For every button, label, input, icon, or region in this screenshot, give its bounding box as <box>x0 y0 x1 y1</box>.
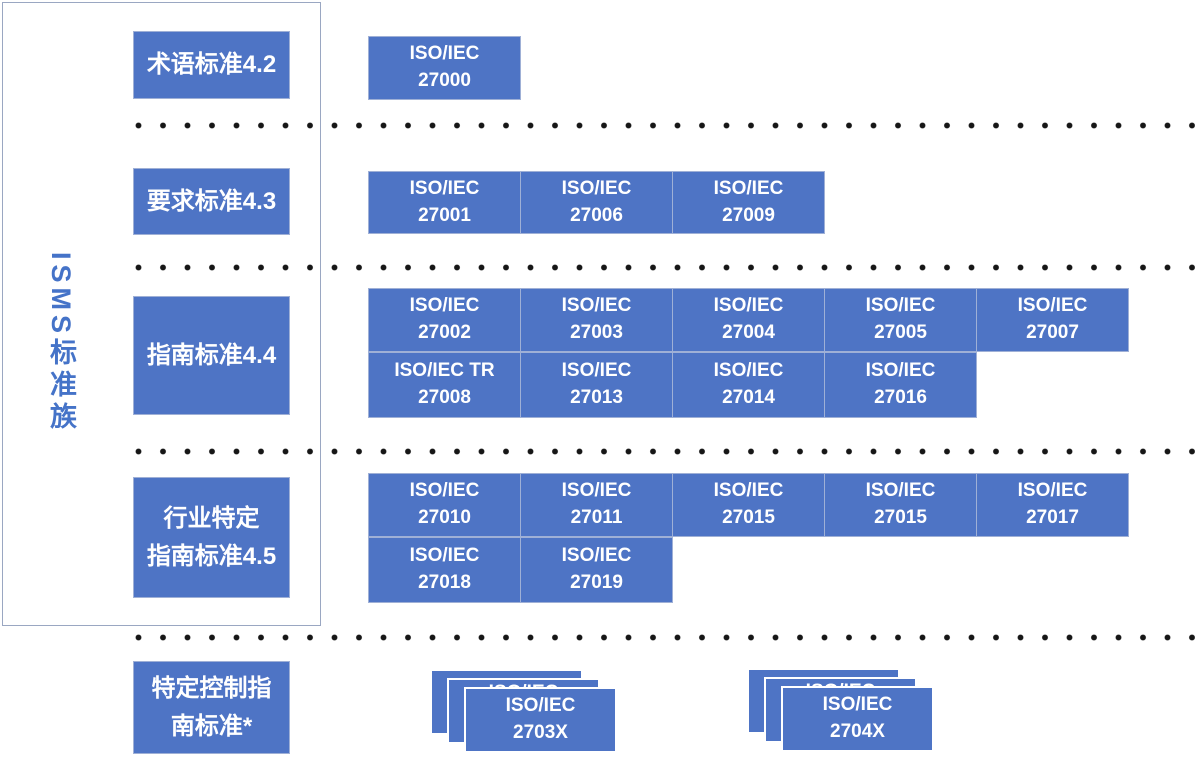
text-line: ISO/IEC <box>713 295 784 317</box>
dotted-divider <box>135 264 1195 271</box>
text-line: 27014 <box>722 387 775 408</box>
std-box-iso-iec-27019: ISO/IEC 27019 <box>520 537 673 603</box>
text-line: ISO/IEC <box>865 295 936 317</box>
text-line: ISO/IEC <box>409 295 480 317</box>
text-line: ISO/IEC <box>561 295 632 317</box>
dotted-divider <box>135 122 1195 129</box>
text-line: ISO/IEC <box>865 480 936 502</box>
text-line: 27010 <box>418 507 471 528</box>
text-line: ISO/IEC <box>409 545 480 567</box>
text-line: ISO/IEC <box>561 545 632 567</box>
section-label-guidelines: 指南标准4.4 <box>133 296 290 415</box>
text-line: 27018 <box>418 572 471 593</box>
isms-family-outline-box <box>2 2 321 626</box>
text-line: ISO/IEC <box>561 360 632 382</box>
std-box-iso-iec-27002: ISO/IEC 27002 <box>368 288 521 352</box>
section-label-sector-specific: 行业特定指南标准4.5 <box>133 477 290 598</box>
section-label-control-specific: 特定控制指南标准* <box>133 661 290 754</box>
text-line: 要求标准4.3 <box>146 187 277 215</box>
text-line: 2703X <box>513 722 568 743</box>
std-box-iso-iec-27015: ISO/IEC 27015 <box>824 473 977 537</box>
std-box-iso-iec-27017: ISO/IEC 27017 <box>976 473 1129 537</box>
text-line: ISO/IEC <box>409 480 480 502</box>
text-line: 术语标准4.2 <box>146 51 277 79</box>
text-line: ISO/IEC <box>1017 480 1088 502</box>
isms-family-vertical-label: ISMS标准族 <box>46 252 76 435</box>
text-line: 27016 <box>874 387 927 408</box>
text-line: ISO/IEC <box>409 43 480 65</box>
section-label-requirements: 要求标准4.3 <box>133 168 290 235</box>
text-line: ISO/IEC <box>713 177 784 199</box>
std-box-iso-iec-27013: ISO/IEC 27013 <box>520 352 673 418</box>
section-label-terminology: 术语标准4.2 <box>133 31 290 99</box>
text-line: 指南标准4.5 <box>146 542 277 570</box>
std-box-iso-iec-27010: ISO/IEC 27010 <box>368 473 521 537</box>
text-line: 27019 <box>570 572 623 593</box>
text-line: 27003 <box>570 322 623 343</box>
text-line: 27011 <box>570 507 623 528</box>
std-box-iso-iec-27018: ISO/IEC 27018 <box>368 537 521 603</box>
std-box-iso-iec-27007: ISO/IEC 27007 <box>976 288 1129 352</box>
stack-front-iso-iec-2703x: ISO/IEC 2703X <box>464 687 617 753</box>
text-line: 27015 <box>722 507 775 528</box>
text-line: ISO/IEC <box>505 695 576 717</box>
text-line: 27013 <box>570 387 623 408</box>
text-line: 27015 <box>874 507 927 528</box>
std-box-iso-iec-27016: ISO/IEC 27016 <box>824 352 977 418</box>
text-line: 27007 <box>1026 322 1079 343</box>
text-line: 27004 <box>722 322 775 343</box>
std-box-iso-iec-27005: ISO/IEC 27005 <box>824 288 977 352</box>
std-box-iso-iec-27003: ISO/IEC 27003 <box>520 288 673 352</box>
text-line: 27000 <box>418 70 471 91</box>
text-line: ISO/IEC <box>561 480 632 502</box>
dotted-divider <box>135 634 1195 641</box>
std-box-iso-iec-27014: ISO/IEC 27014 <box>672 352 825 418</box>
text-line: 南标准* <box>170 712 253 740</box>
text-line: 27008 <box>418 387 471 408</box>
text-line: 27005 <box>874 322 927 343</box>
text-line: ISO/IEC <box>409 177 480 199</box>
text-line: 27017 <box>1026 507 1079 528</box>
std-box-iso-iec-27000: ISO/IEC 27000 <box>368 36 521 100</box>
text-line: 27009 <box>722 204 775 226</box>
dotted-divider <box>135 448 1195 455</box>
std-box-iso-iec-27004: ISO/IEC 27004 <box>672 288 825 352</box>
text-line: ISO/IEC TR <box>394 360 495 382</box>
std-box-iso-iec-27006: ISO/IEC 27006 <box>520 171 673 234</box>
text-line: ISO/IEC <box>713 480 784 502</box>
text-line: 27001 <box>418 204 471 226</box>
std-box-iso-iec-tr-27008: ISO/IEC TR 27008 <box>368 352 521 418</box>
std-box-iso-iec-27015: ISO/IEC 27015 <box>672 473 825 537</box>
text-line: 指南标准4.4 <box>146 341 277 369</box>
text-line: 27002 <box>418 322 471 343</box>
std-box-iso-iec-27009: ISO/IEC 27009 <box>672 171 825 234</box>
std-box-iso-iec-27011: ISO/IEC 27011 <box>520 473 673 537</box>
text-line: ISO/IEC <box>822 694 893 716</box>
text-line: 特定控制指 <box>151 675 272 703</box>
text-line: ISO/IEC <box>561 177 632 199</box>
std-box-iso-iec-27001: ISO/IEC 27001 <box>368 171 521 234</box>
text-line: ISO/IEC <box>865 360 936 382</box>
stack-front-iso-iec-2704x: ISO/IEC 2704X <box>781 686 934 752</box>
text-line: 行业特定 <box>163 505 260 533</box>
text-line: ISO/IEC <box>1017 295 1088 317</box>
text-line: 27006 <box>570 204 623 226</box>
text-line: 2704X <box>830 721 885 742</box>
text-line: ISO/IEC <box>713 360 784 382</box>
